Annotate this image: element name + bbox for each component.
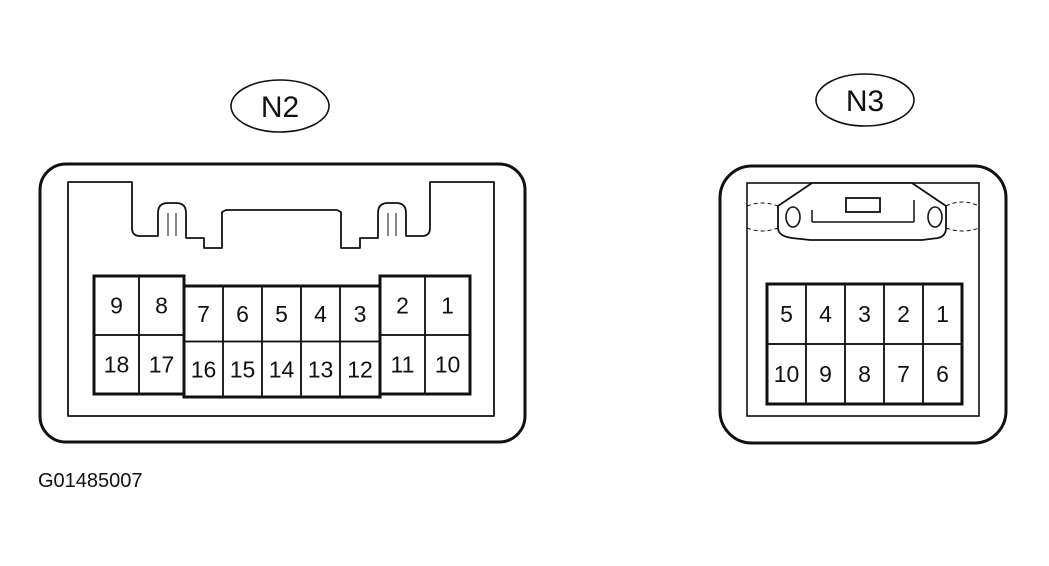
connector-n3-label-oval [815,73,915,127]
n2-pin-7: 7 [183,285,224,343]
n3-pin-1: 1 [922,283,963,345]
n3-pin-3: 3 [844,283,885,345]
n3-pin-2-label: 2 [897,301,910,327]
n2-pin-17: 17 [138,334,185,395]
n2-pin-1: 1 [424,275,471,336]
n2-pin-16: 16 [183,340,224,398]
n2-pin-13: 13 [300,340,341,398]
n3-pin-9-label: 9 [819,361,832,387]
n2-pin-11: 11 [379,334,426,395]
n3-pin-7: 7 [883,343,924,405]
n3-pin-8-label: 8 [858,361,871,387]
connector-n3: N3 5 10 4 9 3 8 2 7 1 6 [718,73,1008,445]
n3-pin-9: 9 [805,343,846,405]
n3-pin-5: 5 [766,283,807,345]
n3-pin-5-label: 5 [780,301,793,327]
n2-pin-9-label: 9 [110,293,123,319]
connector-n2-label-oval [230,79,330,133]
connector-n3-latch-tab [845,197,881,213]
connector-n3-latch-hole-right [927,206,943,228]
n3-pin-6-label: 6 [936,361,949,387]
n2-pin-12-label: 12 [347,356,373,382]
n2-pin-10: 10 [424,334,471,395]
n2-pin-3-label: 3 [354,301,367,327]
n2-pin-8-label: 8 [155,293,168,319]
connector-n2-label: N2 [261,91,299,124]
n2-pin-13-label: 13 [308,356,334,382]
n3-pin-8: 8 [844,343,885,405]
n2-pin-12: 12 [339,340,381,398]
n3-pin-4: 4 [805,283,846,345]
connector-n3-pins: 5 10 4 9 3 8 2 7 1 6 [766,283,963,405]
n2-pin-5-label: 5 [275,301,288,327]
n2-pin-10-label: 10 [435,352,461,378]
connector-n2-inner-outline [67,181,495,417]
n2-pin-16-label: 16 [191,356,217,382]
n2-pin-2-label: 2 [396,293,409,319]
n2-pin-15-label: 15 [230,356,256,382]
n2-pin-2: 2 [379,275,426,336]
n2-pin-18-label: 18 [104,352,130,378]
n2-pin-15: 15 [222,340,263,398]
n2-pin-1-label: 1 [441,293,454,319]
connector-n3-housing [718,164,1008,445]
n2-pin-4: 4 [300,285,341,343]
connector-n3-latch-bar [811,200,915,223]
n2-pin-17-label: 17 [149,352,175,378]
n3-pin-3-label: 3 [858,301,871,327]
n3-pin-6: 6 [922,343,963,405]
n2-pin-18: 18 [93,334,140,395]
n2-pin-6-label: 6 [236,301,249,327]
n2-pin-8: 8 [138,275,185,336]
connector-n2-key-hidden-lines [140,235,422,239]
connector-n3-latch-hole-left [785,206,801,228]
n2-pin-5: 5 [261,285,302,343]
connector-n3-latch-hidden-lines [746,201,980,232]
n3-pin-10: 10 [766,343,807,405]
n3-pin-10-label: 10 [774,361,800,387]
n2-pin-7-label: 7 [197,301,210,327]
n2-pin-14: 14 [261,340,302,398]
n3-pin-1-label: 1 [936,301,949,327]
n3-pin-6-box [922,343,963,405]
n2-pin-11-label: 11 [391,352,415,378]
connector-n2-housing [38,162,527,444]
n2-pin-6: 6 [222,285,263,343]
n2-pin-4-label: 4 [314,301,327,327]
n3-pin-2: 2 [883,283,924,345]
n2-pin-10-box [424,334,471,395]
n2-pin-9: 9 [93,275,140,336]
figure-id: G01485007 [38,470,143,492]
n3-pin-4-label: 4 [819,301,832,327]
connector-n2-key-inner-edge [167,213,397,236]
n2-pin-14-label: 14 [269,356,295,382]
n2-pin-3: 3 [339,285,381,343]
connector-n3-label: N3 [846,85,884,118]
n3-pin-7-label: 7 [897,361,910,387]
